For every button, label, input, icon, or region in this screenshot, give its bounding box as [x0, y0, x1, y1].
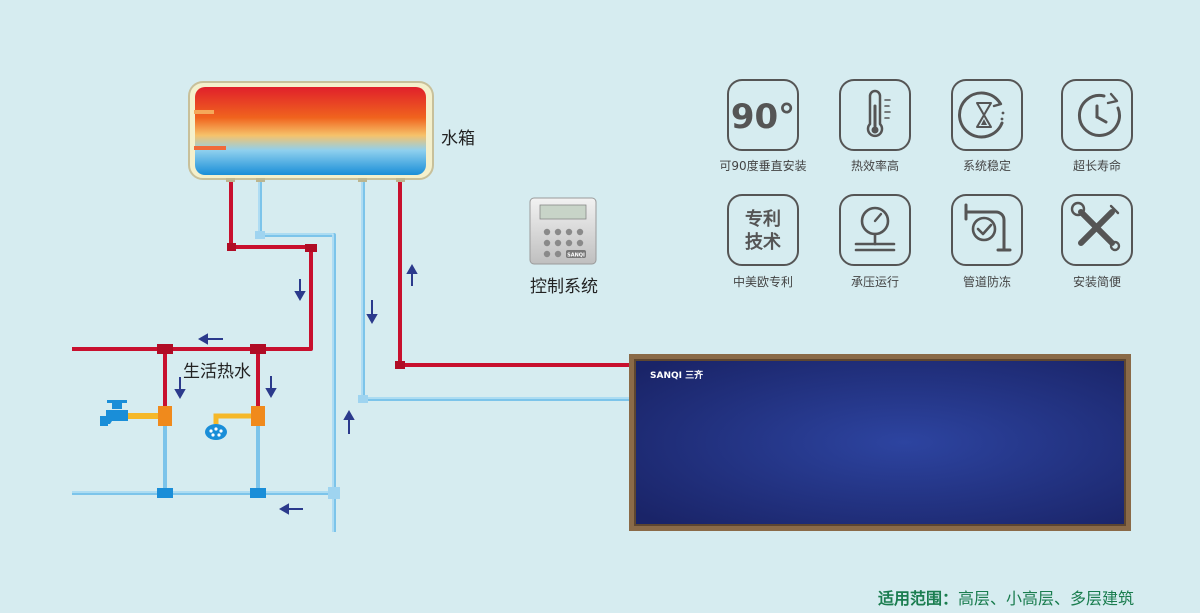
controller-brand: SANQI: [567, 253, 585, 259]
arrow-up-cold-return: [343, 409, 355, 434]
feature-label-easy-install: 安装简便: [1072, 275, 1121, 289]
feature-label-pressure: 承压运行: [850, 275, 899, 289]
feature-tile-7: [951, 194, 1023, 266]
pressure-gauge-icon: [854, 206, 896, 252]
feature-tile-1: [727, 79, 799, 151]
water-tank: [188, 81, 434, 182]
control-system-label: 控制系统: [530, 277, 598, 297]
patent-icon-line2: 技术: [745, 231, 781, 253]
arrow-left-cold-line: [278, 503, 303, 515]
clock-icon: [1077, 92, 1121, 137]
panel-brand: SANQI 三齐: [650, 369, 704, 381]
pipe-check-icon: [964, 203, 1012, 252]
feature-tile-3: [951, 79, 1023, 151]
application-scope: 适用范围：高层、小高层、多层建筑: [878, 585, 1134, 609]
arrow-down-branch-1: [174, 377, 186, 400]
arrow-down-branch-2: [265, 376, 277, 399]
arrow-up-from-collector: [406, 263, 418, 286]
faucet-icon: [100, 400, 158, 426]
feature-tile-6: [839, 194, 911, 266]
feature-label-patent: 中美欧专利: [732, 275, 793, 289]
shower-head-icon: [205, 413, 251, 440]
tools-icon: [1070, 201, 1121, 252]
pipe-fittings: [157, 231, 405, 499]
feature-label-efficiency: 热效率高: [850, 159, 899, 173]
feature-tile-2: [839, 79, 911, 151]
feature-label-antifreeze: 管道防冻: [962, 275, 1011, 289]
feature-tile-8: [1061, 194, 1133, 266]
domestic-hot-water-label: 生活热水: [183, 362, 251, 382]
application-scope-value: 高层、小高层、多层建筑: [958, 589, 1135, 608]
feature-tile-4: [1061, 79, 1133, 151]
arrow-down-hot-supply: [294, 279, 306, 302]
solar-collector-panel: SANQI 三齐: [629, 354, 1131, 531]
ninety-degree-icon: 90°: [731, 97, 795, 137]
thermometer-icon: [866, 89, 891, 138]
feature-label-vertical-install: 可90度垂直安装: [719, 159, 807, 173]
hourglass-cycle-icon: [958, 91, 1005, 139]
feature-label-stability: 系统稳定: [962, 159, 1011, 173]
controller-device: SANQI: [529, 197, 597, 265]
application-scope-prefix: 适用范围：: [878, 589, 959, 608]
feature-label-lifespan: 超长寿命: [1072, 159, 1121, 173]
feature-icons: 90° 专利 技术: [727, 79, 1133, 266]
tank-label: 水箱: [441, 129, 475, 149]
arrow-left-hot-line: [197, 333, 223, 345]
arrow-down-cold-to-collector: [366, 300, 378, 325]
patent-icon-line1: 专利: [745, 208, 781, 230]
flow-arrows: [174, 263, 418, 515]
feature-tile-5: [727, 194, 799, 266]
cold-water-pipes: [72, 180, 632, 532]
